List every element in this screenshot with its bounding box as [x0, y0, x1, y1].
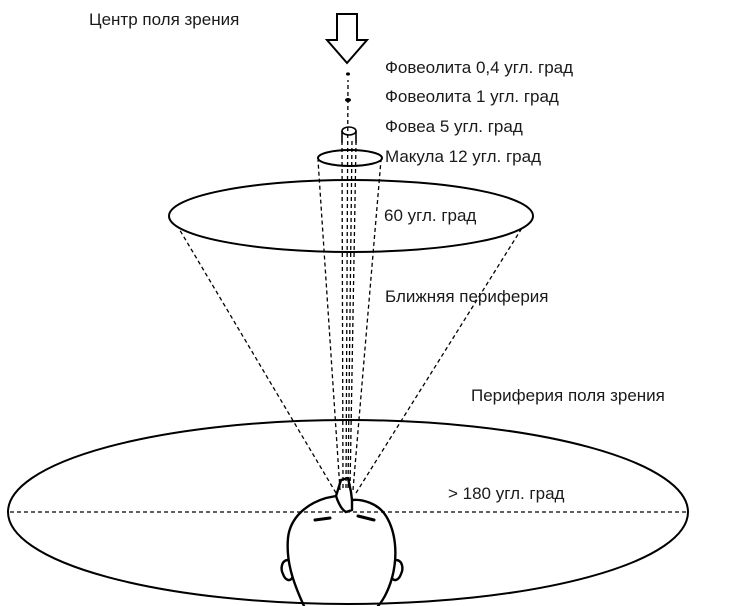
- down-arrow-icon: [324, 13, 370, 65]
- periphery-label: Периферия поля зрения: [471, 386, 665, 405]
- head-icon: [280, 476, 404, 606]
- fovea-cylinder: [341, 126, 357, 143]
- foveola-04-label: Фовеолита 0,4 угл. град: [385, 58, 574, 77]
- deg-60-label: 60 угл. град: [384, 206, 477, 225]
- macula-ellipse: [317, 149, 383, 167]
- macula-12-label: Макула 12 угл. град: [385, 147, 542, 166]
- fovea-5-label: Фовеа 5 угл. град: [385, 117, 523, 136]
- near-periphery-label: Ближняя периферия: [385, 287, 549, 306]
- foveola-04-dot: [346, 72, 350, 76]
- periphery-ellipse: [7, 419, 689, 605]
- projection-lines: [10, 79, 686, 513]
- deg-180-label: > 180 угл. град: [448, 484, 565, 503]
- center-label: Центр поля зрения: [89, 10, 240, 29]
- foveola-1-label: Фовеолита 1 угл. град: [385, 87, 559, 106]
